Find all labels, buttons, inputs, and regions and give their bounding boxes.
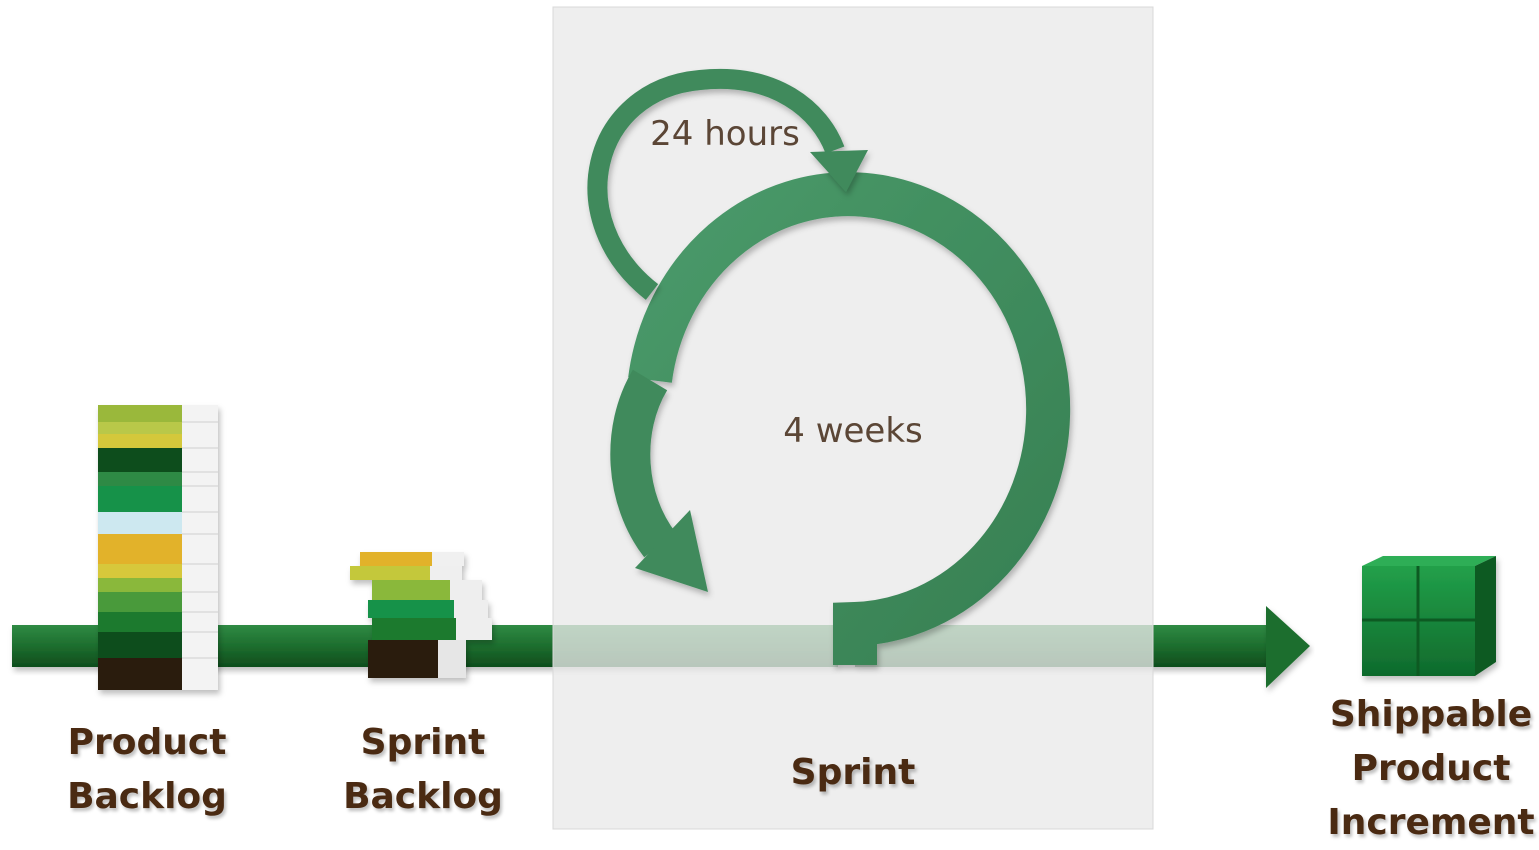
sprint-cycle-arrowhead xyxy=(635,510,708,592)
daily-cycle-label: 24 hours xyxy=(650,114,800,154)
sprint-cycle-label: 4 weeks xyxy=(783,411,923,451)
daily-cycle-arrowhead xyxy=(810,150,868,192)
small-book-stack-icon xyxy=(350,552,492,678)
sprint-label: Sprint xyxy=(790,752,916,793)
timeline-arrowhead xyxy=(1266,606,1310,688)
green-cube-icon xyxy=(1362,556,1496,676)
book-stack-icon xyxy=(98,405,218,690)
shippable-increment-label: Shippable Product Increment xyxy=(1327,694,1535,843)
sprint-backlog-label: Sprint Backlog xyxy=(343,722,503,817)
product-backlog-label: Product Backlog xyxy=(67,722,227,817)
daily-cycle-arrow xyxy=(587,68,868,300)
sprint-cycle-arrow xyxy=(610,172,1071,665)
